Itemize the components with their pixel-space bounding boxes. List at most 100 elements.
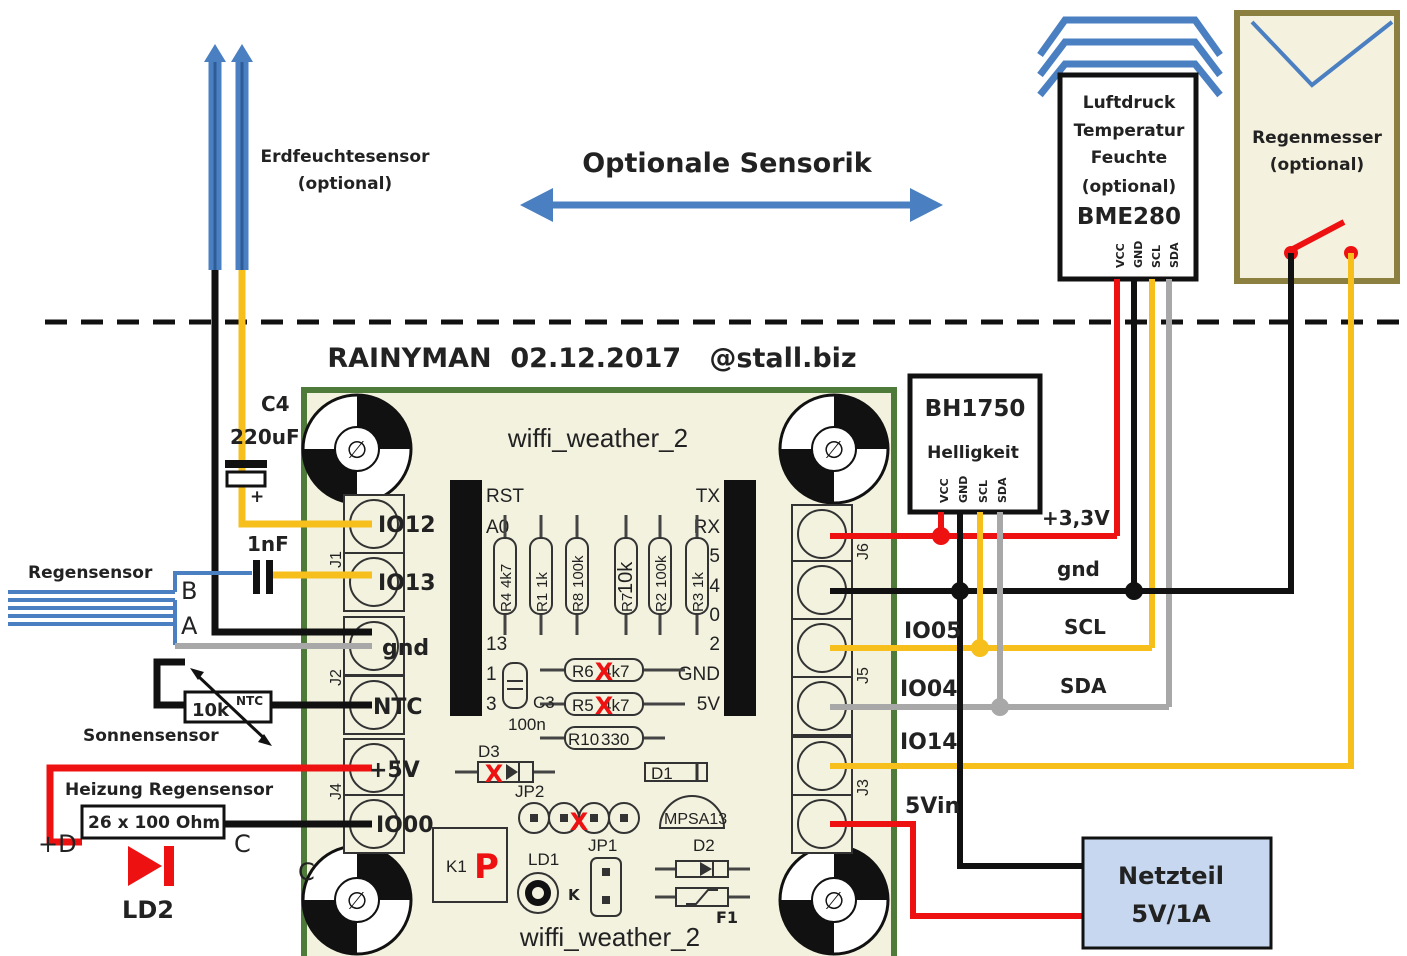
c4-value: 220uF	[230, 425, 300, 449]
pin-label-5v: +5V	[369, 758, 420, 783]
bus-label-sda: SDA	[1060, 674, 1107, 698]
resistor-value: 4k7	[498, 564, 515, 588]
mounting-hole-icon: ∅	[778, 393, 890, 505]
double-arrow-icon	[520, 188, 943, 222]
rain-sensor-label: Regensensor	[28, 563, 153, 583]
bme280-line: Temperatur	[1074, 121, 1185, 141]
resistor-value: 100k	[653, 555, 670, 588]
sun-sensor-label: Sonnensensor	[83, 726, 219, 746]
resistor-value: 100k	[570, 555, 587, 588]
screw-terminal	[791, 736, 853, 796]
jp1-label: JP1	[588, 836, 617, 855]
chip-pin-label: 5V	[697, 694, 721, 715]
resistor-r6-value: 4k7	[602, 662, 629, 681]
pad-b-label: B	[181, 577, 197, 605]
bus-label-gnd: gnd	[1057, 557, 1100, 581]
bus-label-scl: SCL	[1064, 615, 1106, 639]
pin-label-io12: IO12	[378, 513, 436, 538]
screw-terminal	[343, 794, 405, 854]
screw-terminal	[791, 794, 853, 854]
pin-label-io04: IO04	[900, 677, 958, 702]
board-name-bottom: wiffi_weather_2	[519, 922, 700, 952]
c-label: C	[234, 830, 251, 858]
funnel-icon	[1250, 20, 1394, 88]
connector-label: J5	[855, 667, 872, 684]
bme280-pin: GND	[1132, 241, 1145, 268]
resistor-r5: R5 4k7 X	[540, 692, 685, 720]
bme280-pin: VCC	[1114, 243, 1127, 268]
pin-label-io00: IO00	[376, 813, 434, 838]
chip-pin-label: 13	[486, 634, 507, 655]
led-ld1	[517, 872, 559, 914]
heating-resistor	[80, 804, 226, 840]
capacitor-c3	[502, 662, 528, 709]
bme280-pin: SCL	[1150, 245, 1163, 268]
capacitor-1nf	[253, 560, 273, 594]
resistor-value: 1k	[690, 572, 707, 588]
bus-label-3v3: +3,3V	[1042, 506, 1110, 530]
resistor-r5-value: 4k7	[602, 696, 629, 715]
power-supply-box	[1081, 836, 1273, 950]
svg-text:∅: ∅	[347, 436, 368, 464]
bh1750-pin: GND	[957, 476, 970, 503]
c-label-pcb: C	[298, 858, 315, 886]
wire-heating-plus	[46, 764, 372, 846]
transistor-label: MPSA13	[664, 811, 727, 828]
chip-pin-label: 1	[486, 664, 497, 685]
c3-label: C3	[533, 693, 555, 712]
jp2-label: JP2	[515, 782, 544, 801]
chip-pin-label: TX	[696, 486, 721, 507]
ld1-label: LD1	[528, 850, 559, 869]
optional-sensors-label: Optionale Sensorik	[582, 148, 873, 179]
diode-d3: X	[455, 760, 555, 788]
pin-label-gnd: gnd	[382, 636, 429, 661]
transistor-mpsa13	[658, 795, 726, 829]
thermistor-arrow-icon	[190, 668, 272, 746]
screw-terminal	[791, 560, 853, 620]
wire-gauge-io14	[830, 253, 1354, 769]
d2-label: D2	[693, 836, 715, 855]
rain-gauge-name: Regenmesser	[1252, 128, 1382, 148]
removed-x-mark: X	[595, 692, 614, 720]
k-mark: K	[568, 886, 581, 904]
svg-text:∅: ∅	[347, 887, 368, 915]
junction-dots	[932, 527, 1143, 716]
pin-label-io13: IO13	[378, 571, 436, 596]
pin-label-5vin: 5Vin	[905, 794, 960, 819]
diode-d1	[644, 762, 708, 782]
mounting-hole-icon: ∅	[301, 844, 413, 956]
soil-sensor-probes	[204, 44, 253, 270]
left-terminal-block	[343, 494, 405, 854]
ntc-value: 10k	[192, 700, 230, 721]
ntc-resistor	[183, 690, 273, 724]
svg-text:∅: ∅	[824, 436, 845, 464]
resistor-value: 10k	[615, 561, 637, 594]
bme280-line: Luftdruck	[1083, 93, 1176, 113]
connector-label: J4	[328, 783, 345, 800]
jumper-jp2: X	[518, 802, 640, 836]
chip-pin-label: 2	[709, 634, 720, 655]
rain-gauge-note: (optional)	[1270, 155, 1364, 175]
resistor-r10-value: 330	[601, 730, 629, 749]
resistor-r6: R6 4k7 X	[540, 658, 685, 686]
soil-sensor-note: (optional)	[298, 174, 392, 194]
resistor-ref: R1	[534, 593, 551, 612]
right-terminal-block	[791, 504, 853, 854]
removed-x-mark: X	[570, 808, 589, 836]
relay-k1	[432, 827, 508, 903]
bme280-pin: SDA	[1168, 242, 1181, 268]
mounting-hole-icon: ∅	[301, 393, 413, 505]
wire-soil-signal	[238, 270, 372, 528]
connector-label: J3	[855, 779, 872, 796]
rain-sensor-wires	[8, 571, 252, 645]
chip-pin-label: A0	[486, 517, 509, 538]
bme280-line: Feuchte	[1091, 148, 1167, 168]
resistor-ref: R3	[690, 593, 707, 612]
capacitor-label: 1nF	[247, 532, 289, 556]
connector-label: J6	[855, 543, 872, 560]
pin-label-io14: IO14	[900, 730, 958, 755]
